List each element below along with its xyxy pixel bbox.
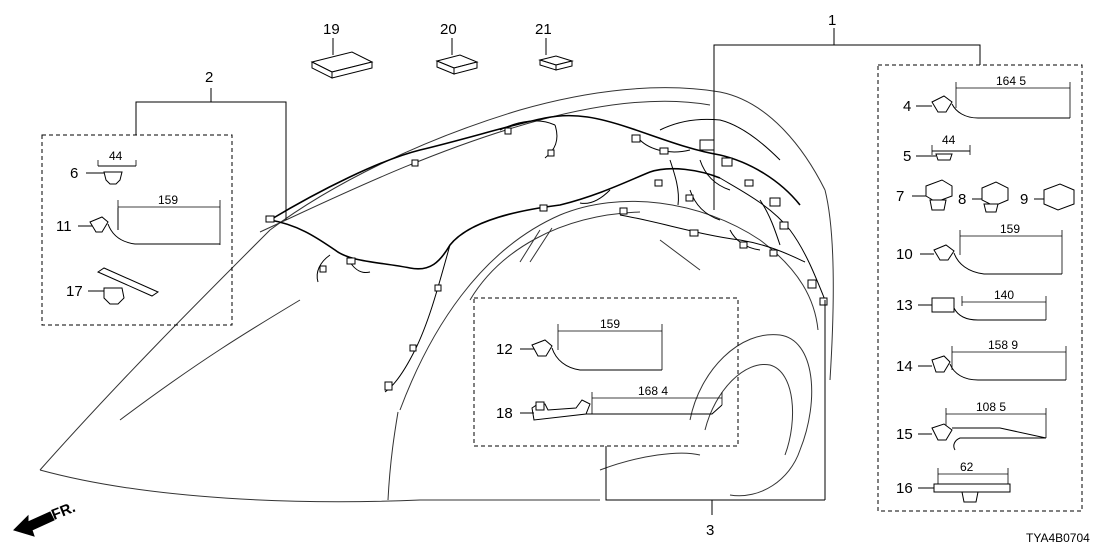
dimension-11: 159 xyxy=(158,193,178,207)
clip-4 xyxy=(916,82,1071,119)
vehicle-body-outline xyxy=(39,87,834,503)
pad-20 xyxy=(435,38,479,75)
callout-8: 8 xyxy=(958,191,966,208)
diagram-code: TYA4B0704 xyxy=(1026,531,1090,545)
callout-2: 2 xyxy=(205,69,213,86)
clip-7 xyxy=(912,179,953,211)
clip-16 xyxy=(918,468,1011,503)
dimension-15: 108 5 xyxy=(976,400,1006,414)
pad-21 xyxy=(538,38,574,71)
group-1-bracket xyxy=(606,28,1083,512)
dimension-10: 159 xyxy=(1000,222,1020,236)
clip-11 xyxy=(78,200,221,245)
callout-19: 19 xyxy=(323,21,340,38)
dimension-14: 158 9 xyxy=(988,338,1018,352)
callout-21: 21 xyxy=(535,21,552,38)
dimension-18: 168 4 xyxy=(638,384,668,398)
clip-14 xyxy=(918,346,1067,381)
clip-17 xyxy=(88,267,160,305)
front-direction-label: FR. xyxy=(49,499,78,524)
callout-5: 5 xyxy=(903,148,911,165)
callout-13: 13 xyxy=(896,297,913,314)
callout-10: 10 xyxy=(896,246,913,263)
clip-13 xyxy=(918,296,1047,321)
harness-connectors xyxy=(265,127,828,391)
dimension-5: 44 xyxy=(942,133,956,147)
dimension-12: 159 xyxy=(600,317,620,331)
group-3-bracket xyxy=(473,297,739,515)
callout-15: 15 xyxy=(896,426,913,443)
pad-19 xyxy=(310,38,374,79)
dimension-4: 164 5 xyxy=(996,74,1026,88)
callout-11: 11 xyxy=(56,218,72,235)
callout-4: 4 xyxy=(903,98,911,115)
callout-3: 3 xyxy=(706,522,714,539)
clip-18 xyxy=(520,392,723,421)
wire-harness-1 xyxy=(265,114,828,393)
clip-15 xyxy=(918,408,1047,451)
clip-10 xyxy=(920,230,1063,275)
clip-5 xyxy=(916,145,971,161)
callout-18: 18 xyxy=(496,405,513,422)
dimension-6: 44 xyxy=(109,149,123,163)
front-direction-arrow-icon xyxy=(13,511,55,537)
group-2-bracket xyxy=(41,88,287,326)
callout-7: 7 xyxy=(896,188,904,205)
clip-6 xyxy=(86,160,137,185)
callout-6: 6 xyxy=(70,165,78,182)
callout-1: 1 xyxy=(828,12,836,29)
clip-12 xyxy=(520,324,663,371)
callout-20: 20 xyxy=(440,21,457,38)
callout-16: 16 xyxy=(896,480,913,497)
callout-17: 17 xyxy=(66,283,83,300)
clip-9 xyxy=(1034,183,1075,211)
callout-12: 12 xyxy=(496,341,513,358)
dimension-16: 62 xyxy=(960,460,974,474)
callout-14: 14 xyxy=(896,358,913,375)
callout-9: 9 xyxy=(1020,191,1028,208)
dimension-13: 140 xyxy=(994,288,1014,302)
clip-8 xyxy=(972,181,1009,213)
